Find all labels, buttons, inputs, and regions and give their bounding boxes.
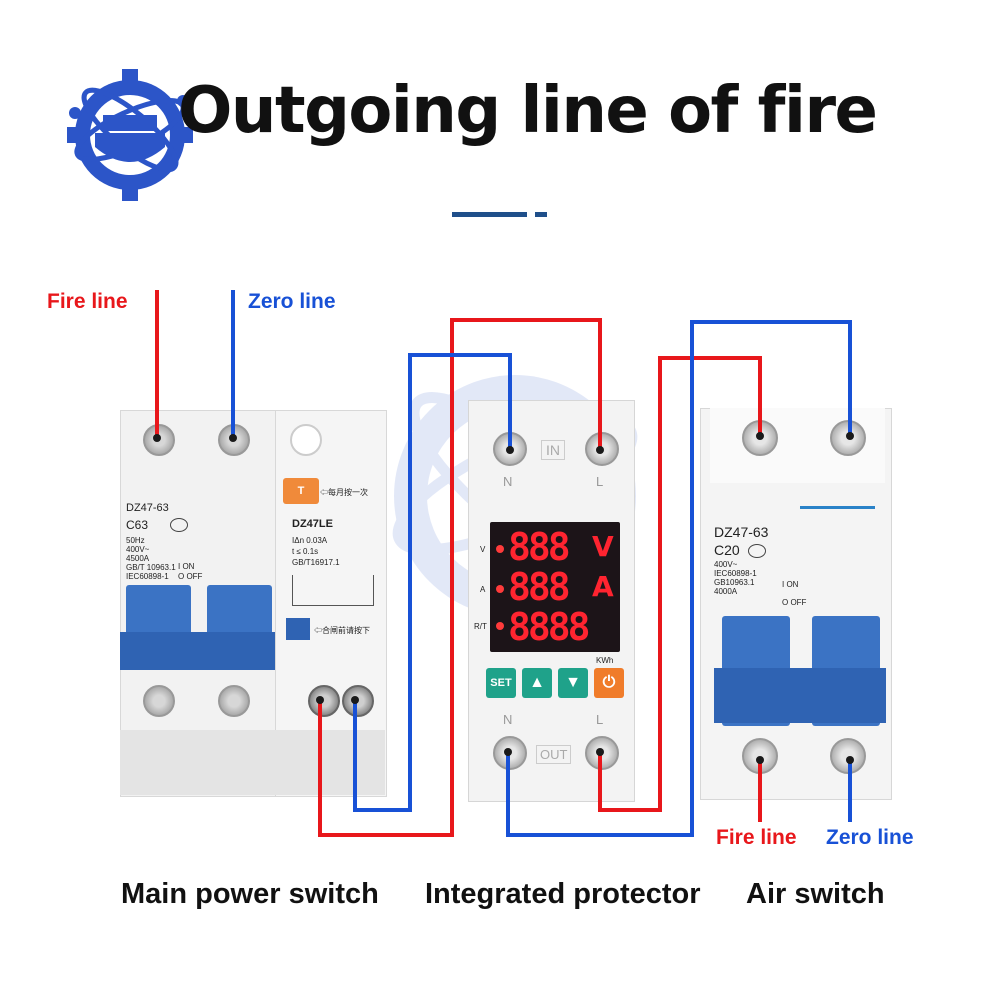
main-switch-model: DZ47-63 [126, 502, 169, 514]
integrated-protector: IN N L V A R/T 888 V 888 A 8888 KWh SET … [468, 400, 635, 802]
terminal-screw-icon [742, 420, 778, 456]
zero-line-label-bottom: Zero line [826, 826, 914, 849]
down-button[interactable]: ▼ [558, 668, 588, 698]
row-side-label: A [480, 585, 486, 594]
rcd-spec1: IΔn 0.03A [292, 536, 328, 545]
out-label: OUT [536, 745, 572, 764]
in-label: IN [541, 440, 565, 460]
voltage-unit: V [592, 530, 614, 563]
terminal-screw-icon [830, 420, 866, 456]
indicator-led [496, 622, 504, 630]
kwh-label: KWh [596, 656, 614, 665]
spec-line: 400V~ [714, 560, 738, 569]
terminal-screw-icon [342, 685, 374, 717]
terminal-screw-icon [585, 432, 619, 466]
terminal-screw-icon [308, 685, 340, 717]
circuit-schematic-icon [292, 575, 374, 606]
l-label-bottom: L [596, 712, 604, 727]
spec-line: 400V~ [126, 545, 150, 554]
spec-line: IEC60898-1 [714, 569, 757, 578]
spec-line: GB/T 10963.1 [126, 563, 176, 572]
terminal-screw-icon [218, 685, 250, 717]
brand-logo [55, 55, 205, 205]
terminal-hole-icon [290, 424, 322, 456]
n-label-bottom: N [503, 712, 513, 727]
on-label: I ON [178, 562, 195, 571]
air-switch: DZ47-63 C20 400V~ IEC60898-1 GB10963.1 4… [700, 408, 892, 800]
air-switch-rating: C20 [714, 542, 740, 558]
fire-line-label-top: Fire line [47, 290, 128, 313]
rcd-standard: GB/T16917.1 [292, 558, 340, 567]
close-note: ⇦合闸前请按下 [314, 626, 370, 635]
terminal-screw-icon [143, 424, 175, 456]
spec-line: IEC60898-1 [126, 572, 169, 581]
indicator-led [496, 585, 504, 593]
row-side-label: R/T [474, 622, 487, 631]
zero-line-label-top: Zero line [248, 290, 336, 313]
terminal-screw-icon [218, 424, 250, 456]
off-label: O OFF [178, 572, 203, 581]
set-button[interactable]: SET [486, 668, 516, 698]
on-label: I ON [782, 580, 799, 589]
power-button[interactable]: ⏻ [594, 668, 624, 698]
main-switch-rating: C63 [126, 518, 149, 532]
title-underline-dot [535, 212, 547, 217]
row-side-label: V [480, 545, 486, 554]
test-button[interactable]: T [283, 478, 319, 504]
title-underline [452, 212, 527, 217]
certification-mark-icon [748, 544, 766, 558]
air-switch-model: DZ47-63 [714, 524, 769, 540]
energy-digits: 8888 [508, 605, 590, 649]
terminal-screw-icon [585, 736, 619, 770]
indicator-led [496, 545, 504, 553]
test-button-square[interactable] [286, 618, 310, 640]
spec-line: GB10963.1 [714, 578, 755, 587]
page-title: Outgoing line of fire [178, 74, 878, 148]
n-label-top: N [503, 474, 513, 489]
test-note: ⇦每月按一次 [320, 488, 368, 497]
blue-stripe [800, 506, 875, 509]
terminal-screw-icon [493, 432, 527, 466]
caption-protector: Integrated protector [425, 878, 701, 910]
current-unit: A [592, 570, 614, 603]
terminal-screw-icon [830, 738, 866, 774]
voltage-digits: 888 [508, 525, 571, 569]
caption-air-switch: Air switch [746, 878, 885, 910]
fire-line-label-bottom: Fire line [716, 826, 797, 849]
rcd-spec2: t ≤ 0.1s [292, 547, 319, 556]
l-label-top: L [596, 474, 604, 489]
spec-line: 50Hz [126, 536, 145, 545]
spec-line: 4500A [126, 554, 150, 563]
spec-line: 4000A [714, 587, 738, 596]
caption-main-switch: Main power switch [121, 878, 379, 910]
terminal-screw-icon [143, 685, 175, 717]
certification-mark-icon [170, 518, 188, 532]
up-button[interactable]: ▲ [522, 668, 552, 698]
current-digits: 888 [508, 565, 571, 609]
terminal-screw-icon [493, 736, 527, 770]
terminal-screw-icon [742, 738, 778, 774]
rcd-model: DZ47LE [292, 518, 333, 530]
main-power-switch: DZ47-63 C63 50Hz 400V~ 4500A GB/T 10963.… [120, 410, 390, 800]
off-label: O OFF [782, 598, 807, 607]
